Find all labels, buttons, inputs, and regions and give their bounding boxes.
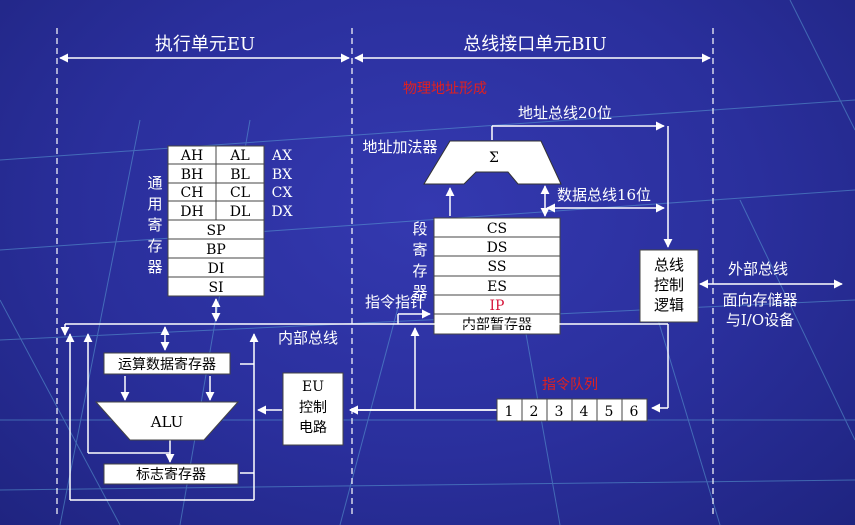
external-bus-label: 外部总线 — [728, 260, 788, 278]
queue-slot-2: 2 — [530, 404, 539, 420]
biu-section-title: 总线接口单元BIU — [463, 34, 607, 55]
svg-text:控制: 控制 — [299, 400, 327, 416]
operand-register-label: 运算数据寄存器 — [118, 356, 216, 373]
alu-label: ALU — [150, 413, 184, 431]
ip-pointer-arrows — [397, 309, 431, 324]
svg-text:CX: CX — [272, 185, 293, 201]
eu-control-text: EU 控制 电路 — [299, 379, 327, 436]
svg-text:器: 器 — [412, 283, 427, 301]
reg-di: DI — [208, 261, 225, 277]
instruction-pointer-label: 指令指针 — [365, 293, 425, 311]
data-bus-label: 数据总线16位 — [557, 186, 651, 204]
general-register-stack: AH AL BH BL CH CL DH DL SP BP DI SI — [167, 145, 265, 297]
data-bus-lines — [445, 185, 665, 217]
reg-cs: CS — [487, 221, 507, 237]
internal-bus-label: 内部总线 — [278, 329, 338, 347]
memory-io-line2: 与I/O设备 — [726, 311, 794, 329]
svg-text:存: 存 — [147, 237, 162, 255]
bus-control-logic-block — [639, 249, 699, 323]
reg-dh: DH — [180, 204, 203, 220]
reg-bp: BP — [206, 242, 226, 258]
address-adder-block — [423, 140, 562, 185]
svg-text:EU: EU — [302, 379, 324, 395]
physical-address-annotation: 物理地址形成 — [403, 81, 487, 97]
queue-slot-1: 1 — [505, 404, 514, 420]
reg-ss: SS — [488, 259, 507, 275]
queue-slot-3: 3 — [555, 404, 564, 420]
section-dividers — [56, 28, 714, 515]
memory-io-line1: 面向存储器 — [722, 291, 797, 309]
sigma-symbol: Σ — [489, 150, 499, 166]
instruction-queue-label: 指令队列 — [542, 377, 598, 393]
segment-registers-label: 段 寄 存 器 — [412, 220, 427, 301]
reg-ip: IP — [490, 298, 505, 314]
svg-text:DX: DX — [271, 204, 292, 220]
reg-ch: CH — [181, 185, 204, 201]
reg-al: AL — [229, 148, 249, 164]
flag-register-label: 标志寄存器 — [136, 466, 206, 483]
queue-slot-6: 6 — [630, 404, 639, 420]
bus-control-logic-text: 总线 控制 逻辑 — [654, 256, 684, 314]
address-bus-lines — [491, 121, 673, 248]
reg-ah: AH — [180, 148, 203, 164]
eu-control-block — [282, 372, 344, 446]
svg-text:器: 器 — [147, 258, 162, 276]
reg-bl: BL — [230, 167, 250, 183]
address-adder-label: 地址加法器 — [362, 138, 437, 156]
reg-sp: SP — [206, 223, 225, 239]
reg-si: SI — [208, 280, 223, 296]
address-bus-label: 地址总线20位 — [518, 104, 612, 122]
operand-register-block — [103, 352, 231, 375]
svg-text:寄: 寄 — [147, 216, 162, 234]
svg-text:AX: AX — [271, 148, 292, 164]
reg-internal-temp: 内部暂存器 — [462, 317, 532, 333]
svg-text:电路: 电路 — [299, 420, 327, 436]
segment-register-stack: CS DS SS ES IP 内部暂存器 — [433, 217, 561, 335]
svg-text:通: 通 — [147, 174, 162, 192]
queue-slot-5: 5 — [605, 404, 614, 420]
svg-text:存: 存 — [412, 262, 427, 280]
reg-es: ES — [487, 279, 507, 295]
instruction-queue: 1 2 3 4 5 6 — [496, 398, 648, 422]
reg-cl: CL — [230, 185, 250, 201]
reg-ds: DS — [487, 240, 508, 256]
svg-text:总线: 总线 — [654, 256, 684, 274]
flag-register-block — [103, 463, 239, 485]
svg-text:控制: 控制 — [654, 276, 684, 294]
queue-slot-4: 4 — [580, 404, 589, 420]
svg-text:段: 段 — [412, 220, 427, 238]
reg-bh: BH — [181, 167, 204, 183]
register-pair-names: AX BX CX DX — [271, 148, 293, 220]
svg-text:寄: 寄 — [412, 241, 427, 259]
svg-text:用: 用 — [147, 195, 162, 213]
alu-block — [94, 401, 240, 441]
reg-dl: DL — [230, 204, 251, 220]
general-registers-label: 通 用 寄 存 器 — [147, 174, 162, 276]
eu-section-title: 执行单元EU — [155, 34, 255, 55]
alu-arrows — [65, 333, 259, 501]
svg-text:逻辑: 逻辑 — [654, 296, 684, 314]
svg-text:BX: BX — [272, 167, 292, 183]
